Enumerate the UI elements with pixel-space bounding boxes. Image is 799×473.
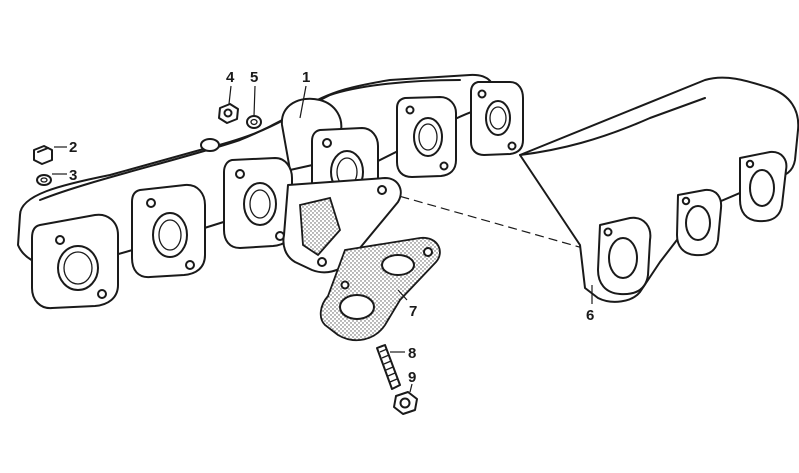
callout-9: 9 [408, 369, 416, 386]
heat-shield-port-1 [597, 216, 652, 296]
stud-nut [393, 391, 418, 415]
bolt [33, 145, 53, 165]
leader-1 [299, 85, 307, 119]
outlet-mating-face [299, 196, 342, 257]
washer-3 [36, 174, 52, 186]
manifold-port-flange-1 [31, 213, 119, 310]
stud [376, 344, 401, 390]
leader-9 [409, 383, 413, 393]
manifold-port-flange-2 [131, 183, 206, 279]
manifold-port-flange-5 [396, 96, 457, 178]
outlet-gasket [319, 237, 441, 342]
callout-2: 2 [69, 139, 77, 156]
leader-7 [397, 289, 408, 301]
heat-shield [519, 76, 799, 303]
washer-5 [246, 115, 262, 129]
callout-1: 1 [302, 69, 310, 86]
callout-6: 6 [586, 307, 594, 324]
callout-8: 8 [408, 345, 416, 362]
heat-shield-port-3 [739, 150, 788, 223]
callout-5: 5 [250, 69, 258, 86]
nut-4 [218, 103, 239, 124]
assembly-dashed-line [359, 184, 591, 251]
heat-shield-port-2 [676, 188, 723, 257]
callout-3: 3 [69, 167, 77, 184]
manifold-port-flange-6 [470, 81, 524, 156]
heat-shield-plate [519, 76, 799, 303]
callout-4: 4 [226, 69, 235, 86]
leader-4 [228, 85, 232, 105]
leader-5 [253, 85, 256, 117]
manifold-port-flange-3 [223, 157, 293, 249]
callout-7: 7 [409, 303, 417, 320]
exhaust-manifold [17, 73, 524, 310]
